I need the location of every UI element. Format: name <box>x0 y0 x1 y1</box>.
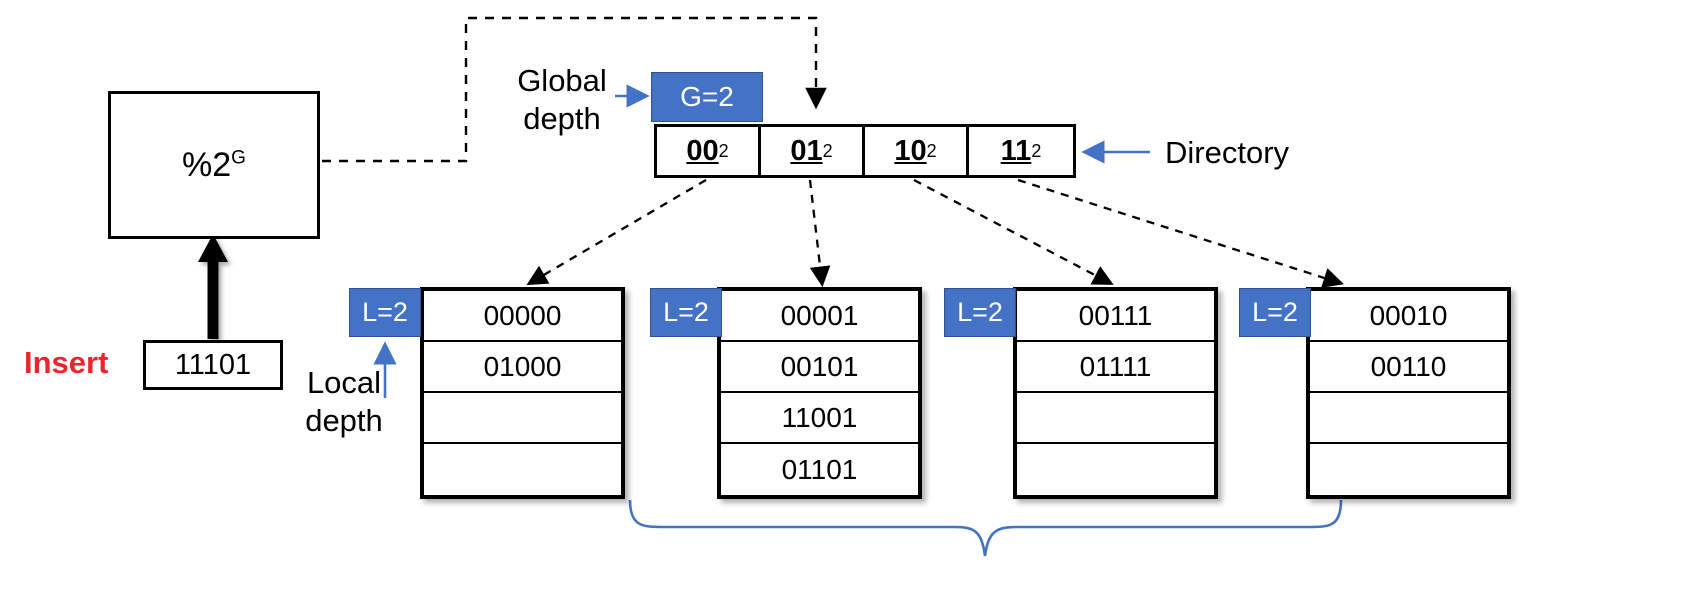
bucket-3-slot-0: 00010 <box>1310 291 1507 342</box>
bucket-0-slot-2 <box>424 393 621 444</box>
insert-to-hash-arrow <box>198 234 228 339</box>
bucket-3-slot-2 <box>1310 393 1507 444</box>
local-depth-annotation-line1: Local <box>306 365 382 400</box>
hash-function-exponent: G <box>231 147 246 169</box>
directory-cell-11-subscript: 2 <box>1031 140 1042 161</box>
local-depth-annotation: Local depth <box>288 364 400 440</box>
directory-cell-00-subscript: 2 <box>718 140 729 161</box>
bucket-2-slot-0: 00111 <box>1017 291 1214 342</box>
global-depth-annotation-line2: depth <box>523 101 601 136</box>
pointer-01 <box>808 179 831 288</box>
hash-function-base: %2 <box>182 145 232 184</box>
bucket-0-local-depth-badge: L=2 <box>349 288 421 337</box>
global-depth-annotation-line1: Global <box>517 63 607 98</box>
bucket-3-slot-3 <box>1310 444 1507 495</box>
directory-cell-01-prefix: 01 <box>790 134 823 167</box>
buckets-brace <box>628 499 1343 557</box>
directory-cell-00-prefix: 00 <box>686 134 719 167</box>
insert-label: Insert <box>24 345 109 380</box>
bucket-1: 00001 00101 11001 01101 <box>717 287 922 499</box>
bucket-3-local-depth-badge: L=2 <box>1239 288 1311 337</box>
bucket-1-slot-0: 00001 <box>721 291 918 342</box>
hash-function-label: %2G <box>182 146 246 185</box>
directory-cell-01-subscript: 2 <box>822 140 833 161</box>
bucket-1-slot-3: 01101 <box>721 444 918 495</box>
bucket-1-slot-1: 00101 <box>721 342 918 393</box>
bucket-3: 00010 00110 <box>1306 287 1511 499</box>
directory-label: Directory <box>1165 135 1290 170</box>
pointer-11 <box>1017 178 1344 288</box>
bucket-1-slot-2: 11001 <box>721 393 918 444</box>
pointer-00 <box>526 179 707 286</box>
directory-cell-11-prefix: 11 <box>1000 134 1032 167</box>
directory-cell-10-subscript: 2 <box>926 140 937 161</box>
pointer-10 <box>913 178 1114 285</box>
bucket-2-slot-2 <box>1017 393 1214 444</box>
insert-key-value: 11101 <box>174 348 252 381</box>
bucket-0-slot-3 <box>424 444 621 495</box>
global-depth-annotation: Global depth <box>497 62 627 138</box>
directory-bucket-pointers <box>526 178 1344 288</box>
directory-cell-10-prefix: 10 <box>894 134 927 167</box>
bucket-0: 00000 01000 <box>420 287 625 499</box>
bucket-2: 00111 01111 <box>1013 287 1218 499</box>
insert-key-box: 11101 <box>143 340 283 390</box>
bucket-0-slot-0: 00000 <box>424 291 621 342</box>
bucket-2-local-depth-badge: L=2 <box>944 288 1016 337</box>
hash-function-box: %2G <box>108 91 320 239</box>
bucket-0-slot-1: 01000 <box>424 342 621 393</box>
bucket-1-local-depth-badge: L=2 <box>650 288 722 337</box>
bucket-3-slot-1: 00110 <box>1310 342 1507 393</box>
local-depth-annotation-line2: depth <box>305 403 383 438</box>
global-depth-badge: G=2 <box>651 72 763 122</box>
bucket-2-slot-3 <box>1017 444 1214 495</box>
bucket-2-slot-1: 01111 <box>1017 342 1214 393</box>
